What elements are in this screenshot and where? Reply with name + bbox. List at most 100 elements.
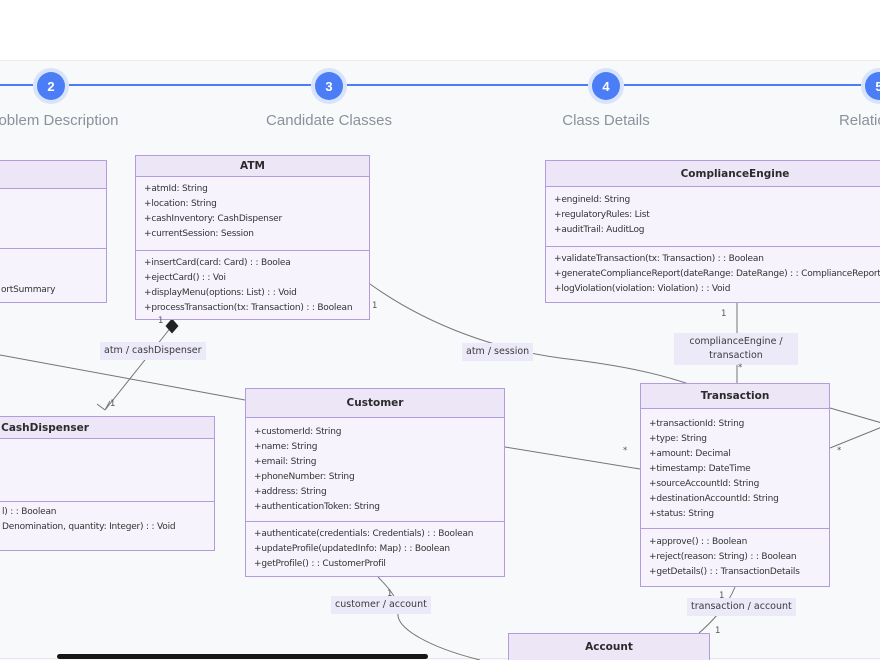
step-circle-4[interactable]: 4 bbox=[592, 72, 620, 100]
class-method: +generateComplianceReport(dateRange: Dat… bbox=[554, 269, 880, 279]
class-attribute: +auditTrail: AuditLog bbox=[554, 225, 645, 235]
class-method: +approve() : : Boolean bbox=[649, 537, 748, 547]
class-attribute: +phoneNumber: String bbox=[254, 472, 355, 482]
canvas-bottom-border bbox=[0, 658, 880, 659]
class-attribute: +atmId: String bbox=[144, 184, 208, 194]
multiplicity-label: 1 bbox=[721, 309, 727, 319]
class-attribute: +transactionId: String bbox=[649, 419, 745, 429]
multiplicity-label: 1 bbox=[158, 316, 164, 326]
top-bar bbox=[0, 0, 880, 61]
edge-label-transaction-account: transaction / account bbox=[687, 598, 796, 616]
edge-left-customer bbox=[0, 354, 246, 401]
class-box-customer[interactable]: Customer +customerId: String +name: Stri… bbox=[245, 388, 505, 577]
class-method: +getProfile() : : CustomerProfil bbox=[254, 559, 386, 569]
stepper-line-segment bbox=[69, 84, 311, 86]
class-methods-section: l) : : Boolean Denomination, quantity: I… bbox=[0, 501, 214, 550]
edge-atm-session bbox=[369, 283, 706, 391]
step-circle-2[interactable]: 2 bbox=[37, 72, 65, 100]
edge-customer-transaction bbox=[504, 446, 641, 470]
edge-transaction-right-upper bbox=[829, 407, 880, 423]
class-method: +processTransaction(tx: Transaction) : :… bbox=[144, 303, 353, 313]
class-box-transaction[interactable]: Transaction +transactionId: String +type… bbox=[640, 383, 830, 587]
class-attributes-section bbox=[0, 189, 106, 248]
class-methods-section: +validateTransaction(tx: Transaction) : … bbox=[546, 246, 880, 302]
class-method: +insertCard(card: Card) : : Boolea bbox=[144, 258, 291, 268]
arrowhead-icon bbox=[96, 400, 111, 411]
class-method: +authenticate(credentials: Credentials) … bbox=[254, 529, 474, 539]
class-method: +ejectCard() : : Voi bbox=[144, 273, 226, 283]
class-title: Transaction bbox=[641, 384, 829, 409]
multiplicity-label: * bbox=[837, 446, 842, 456]
edge-label-atm-session: atm / session bbox=[462, 343, 534, 361]
class-method: +logViolation(violation: Violation) : : … bbox=[554, 284, 731, 294]
class-method: +updateProfile(updatedInfo: Map) : : Boo… bbox=[254, 544, 450, 554]
class-method: Denomination, quantity: Integer) : : Voi… bbox=[2, 522, 176, 532]
class-attribute: +currentSession: Session bbox=[144, 229, 254, 239]
class-title: Customer bbox=[246, 389, 504, 418]
bottom-handle-bar[interactable] bbox=[57, 654, 428, 659]
class-method: +validateTransaction(tx: Transaction) : … bbox=[554, 254, 764, 264]
step-circle-5[interactable]: 5 bbox=[865, 72, 880, 100]
class-attributes-section: +transactionId: String +type: String +am… bbox=[641, 409, 829, 528]
class-attribute: +type: String bbox=[649, 434, 707, 444]
stepper-line-segment bbox=[347, 84, 588, 86]
step-label-candidate-classes: Candidate Classes bbox=[266, 112, 392, 129]
step-circle-3[interactable]: 3 bbox=[315, 72, 343, 100]
class-attributes-section: +customerId: String +name: String +email… bbox=[246, 418, 504, 521]
class-box-left-partial[interactable]: ortSummary bbox=[0, 160, 107, 303]
step-label-problem-description: Problem Description bbox=[0, 112, 119, 129]
multiplicity-label: 1 bbox=[387, 589, 393, 599]
class-attribute: +location: String bbox=[144, 199, 217, 209]
class-attribute: +email: String bbox=[254, 457, 317, 467]
class-title: ComplianceEngine bbox=[546, 161, 880, 187]
class-attributes-section: +engineId: String +regulatoryRules: List… bbox=[546, 187, 880, 246]
multiplicity-label: * bbox=[623, 446, 628, 456]
class-attribute: +status: String bbox=[649, 509, 714, 519]
class-title bbox=[0, 161, 106, 189]
multiplicity-label: 1 bbox=[110, 399, 116, 409]
class-box-atm[interactable]: ATM +atmId: String +location: String +ca… bbox=[135, 155, 370, 320]
class-attribute: +engineId: String bbox=[554, 195, 630, 205]
class-attribute: +cashInventory: CashDispenser bbox=[144, 214, 283, 224]
class-attributes-section bbox=[0, 439, 214, 501]
edge-label-complianceengine-transaction: complianceEngine / transaction bbox=[674, 333, 798, 365]
class-method: ortSummary bbox=[1, 285, 56, 295]
class-attribute: +authenticationToken: String bbox=[254, 502, 380, 512]
class-box-cashdispenser[interactable]: CashDispenser l) : : Boolean Denominatio… bbox=[0, 416, 215, 551]
class-methods-section: ortSummary bbox=[0, 248, 106, 302]
edge-customer-account bbox=[377, 576, 481, 660]
class-title: CashDispenser bbox=[0, 417, 214, 439]
edge-label-atm-cashdispenser: atm / cashDispenser bbox=[100, 342, 206, 360]
class-attributes-section: +atmId: String +location: String +cashIn… bbox=[136, 177, 369, 250]
multiplicity-label: 1 bbox=[372, 301, 378, 311]
multiplicity-label: * bbox=[738, 363, 743, 373]
class-attribute: +destinationAccountId: String bbox=[649, 494, 779, 504]
edge-atm-cashdispenser bbox=[104, 325, 173, 411]
class-attribute: +name: String bbox=[254, 442, 318, 452]
class-method: l) : : Boolean bbox=[2, 507, 57, 517]
class-method: +displayMenu(options: List) : : Void bbox=[144, 288, 297, 298]
class-box-account[interactable]: Account bbox=[508, 633, 710, 660]
class-attribute: +amount: Decimal bbox=[649, 449, 731, 459]
class-methods-section: +insertCard(card: Card) : : Boolea +ejec… bbox=[136, 250, 369, 319]
edge-transaction-right-lower bbox=[829, 427, 880, 449]
composition-diamond-icon bbox=[165, 318, 179, 334]
class-attribute: +customerId: String bbox=[254, 427, 342, 437]
edge-label-customer-account: customer / account bbox=[331, 596, 431, 614]
class-title: Account bbox=[509, 634, 709, 660]
class-method: +reject(reason: String) : : Boolean bbox=[649, 552, 797, 562]
step-label-class-details: Class Details bbox=[562, 112, 650, 129]
class-attribute: +timestamp: DateTime bbox=[649, 464, 751, 474]
stepper-line-segment bbox=[0, 84, 33, 86]
multiplicity-label: 1 bbox=[715, 626, 721, 636]
class-methods-section: +approve() : : Boolean +reject(reason: S… bbox=[641, 528, 829, 586]
class-attribute: +regulatoryRules: List bbox=[554, 210, 650, 220]
class-box-complianceengine[interactable]: ComplianceEngine +engineId: String +regu… bbox=[545, 160, 880, 303]
class-method: +getDetails() : : TransactionDetails bbox=[649, 567, 800, 577]
class-attribute: +address: String bbox=[254, 487, 327, 497]
step-label-relationships: Relationships bbox=[838, 112, 880, 129]
class-title: ATM bbox=[136, 156, 369, 177]
class-attribute: +sourceAccountId: String bbox=[649, 479, 760, 489]
